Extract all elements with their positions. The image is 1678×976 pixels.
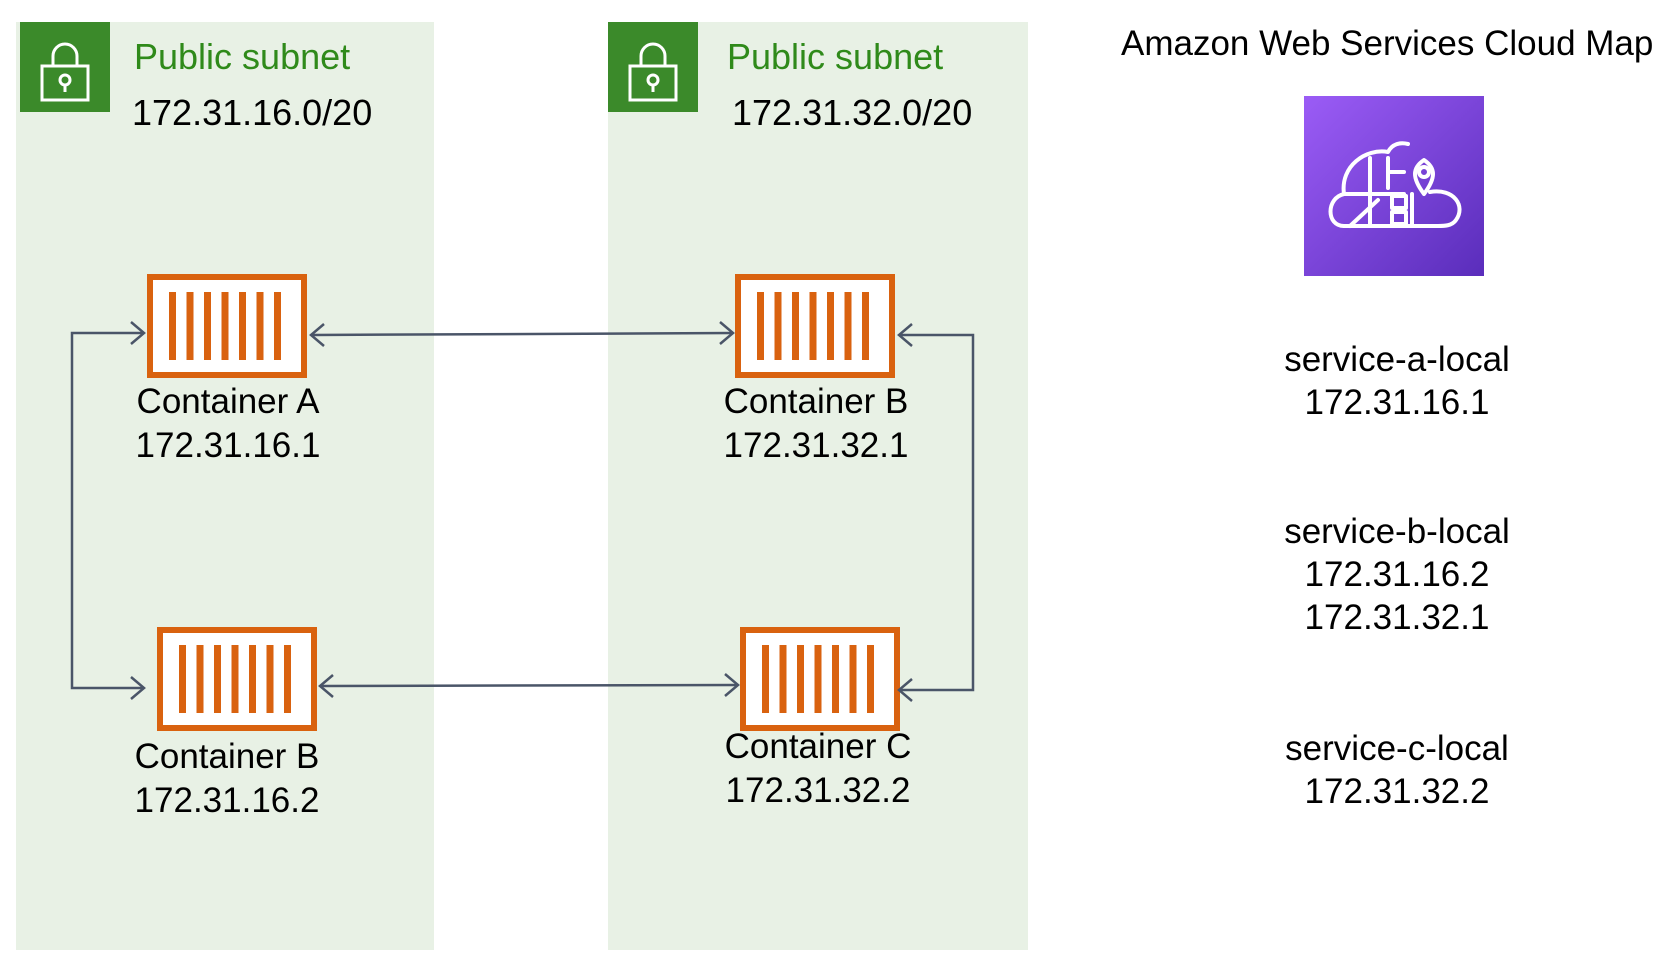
public-subnet-1 (16, 22, 434, 950)
subnet-title: Public subnet (727, 36, 944, 77)
arrow-a-to-b2 (70, 331, 143, 690)
container-c-label: Container C 172.31.32.2 (718, 725, 918, 813)
container-c-icon (740, 627, 900, 731)
container-name: Container A (136, 382, 320, 421)
service-ip: 172.31.32.2 (1304, 772, 1490, 811)
subnet-cidr: 172.31.16.0/20 (132, 92, 373, 133)
container-b-label: Container B 172.31.16.2 (127, 735, 327, 823)
container-b-icon (157, 627, 317, 731)
container-ip: 172.31.32.1 (723, 426, 909, 465)
lock-icon (20, 22, 110, 112)
container-name: Container C (724, 727, 912, 766)
container-a-icon (147, 274, 307, 378)
service-a-entry: service-a-local 172.31.16.1 (1197, 338, 1597, 424)
container-ip: 172.31.16.1 (135, 426, 321, 465)
container-a-label: Container A 172.31.16.1 (128, 380, 328, 468)
container-b-icon (735, 274, 895, 378)
container-b-label: Container B 172.31.32.1 (716, 380, 916, 468)
subnet-cidr: 172.31.32.0/20 (732, 92, 973, 133)
container-name: Container B (134, 737, 320, 776)
service-ip: 172.31.16.2 (1304, 555, 1490, 594)
service-b-entry: service-b-local 172.31.16.2 172.31.32.1 (1197, 510, 1597, 639)
service-name: service-c-local (1285, 729, 1509, 768)
service-name: service-b-local (1284, 512, 1510, 551)
lock-icon (608, 22, 698, 112)
public-subnet-2 (608, 22, 1028, 950)
arrow-b-to-c (320, 683, 739, 688)
arrow-a-to-b (311, 331, 734, 337)
subnet-title: Public subnet (134, 36, 351, 77)
cloud-map-icon (1304, 96, 1484, 276)
service-ip: 172.31.32.1 (1304, 598, 1490, 637)
service-name: service-a-local (1284, 340, 1510, 379)
container-ip: 172.31.16.2 (134, 781, 320, 820)
container-ip: 172.31.32.2 (725, 771, 911, 810)
arrow-b-to-c-bracket (900, 333, 975, 692)
cloud-map-title: Amazon Web Services Cloud Map (1121, 24, 1654, 63)
service-ip: 172.31.16.1 (1304, 383, 1490, 422)
container-name: Container B (723, 382, 909, 421)
service-c-entry: service-c-local 172.31.32.2 (1197, 727, 1597, 813)
